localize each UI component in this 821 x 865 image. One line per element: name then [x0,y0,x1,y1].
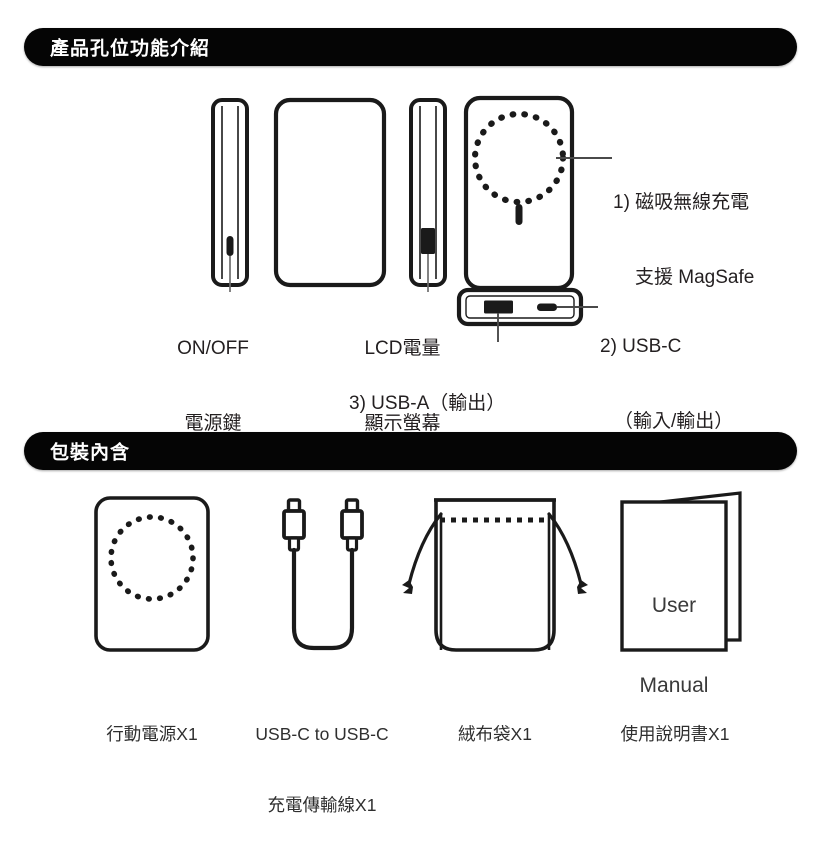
callout-magsafe-line2: 支援 MagSafe [635,267,755,289]
callout-magsafe-line1: 1) 磁吸無線充電 [613,192,750,214]
usb-c-connector-left-icon [282,498,306,552]
drawstring-knot-left-icon [402,580,413,594]
usb-a-port-icon [484,300,513,314]
power-button-label-line1: ON/OFF [177,338,249,360]
device-front-view-magsafe [463,95,612,291]
device-side-view-lcd [409,98,447,292]
features-diagram [211,95,612,342]
lcd-label: LCD電量 顯示螢幕 [345,286,460,487]
manual-cover-text: User Manual [622,539,726,754]
usb-c-port-icon [537,303,557,311]
package-item-usb-c-cable [282,498,364,651]
lcd-screen-icon [421,228,435,254]
section-title-features: 產品孔位功能介紹 [50,38,211,60]
caption-manual: 使用說明書X1 [600,676,750,794]
callout-magsafe: 1) 磁吸無線充電 支援 MagSafe [613,140,813,341]
power-button-label-line2: 電源鍵 [184,413,242,435]
manual-front-cover [620,500,728,652]
device-bottom-edge-view [456,287,598,342]
drawstring-right [547,512,583,586]
device-side-view-power [211,98,249,292]
product-diagram-page: 產品孔位功能介紹 [24,28,813,815]
magsafe-ring-icon [108,514,196,602]
section-title-package: 包裝內含 [50,442,131,464]
drawstring-left [407,512,443,586]
section-header-features: 產品孔位功能介紹 [24,28,797,66]
usb-c-connector-right-icon [340,498,364,552]
cable-body [291,547,355,651]
caption-usb-c-cable-line2: 充電傳輸線X1 [267,795,377,816]
indicator-pill-icon [515,204,523,225]
lcd-label-line1: LCD電量 [364,338,441,360]
device-back-view [273,97,387,288]
caption-pouch-line1: 絨布袋X1 [458,724,532,745]
callout-usb-c: 2) USB-C （輸入/輸出） [600,284,800,485]
drawstring-knot-right-icon [577,580,588,594]
package-item-pouch [402,498,588,652]
package-item-manual [620,491,742,652]
manual-cover-line2: Manual [639,674,709,698]
manual-cover-line1: User [651,593,697,617]
callout-usb-a: 3) USB-A（輸出） [349,341,629,466]
callout-usb-a-line1: 3) USB-A（輸出） [349,393,506,415]
package-item-power-bank [94,496,210,652]
caption-pouch: 絨布袋X1 [425,676,565,794]
caption-power-bank-line1: 行動電源X1 [106,724,198,745]
callout-usb-c-line1: 2) USB-C [600,336,682,358]
power-button-icon [226,236,234,256]
power-button-label: ON/OFF 電源鍵 [148,286,278,487]
lcd-label-line2: 顯示螢幕 [364,413,441,435]
caption-usb-c-cable-line1: USB-C to USB-C [255,724,389,745]
package-contents-diagram [94,491,742,652]
caption-usb-c-cable: USB-C to USB-C 充電傳輸線X1 [236,676,408,865]
section-header-package: 包裝內含 [24,432,797,470]
caption-manual-line1: 使用說明書X1 [620,724,730,745]
caption-power-bank: 行動電源X1 [82,676,222,794]
callout-usb-c-line2: （輸入/輸出） [614,411,734,433]
